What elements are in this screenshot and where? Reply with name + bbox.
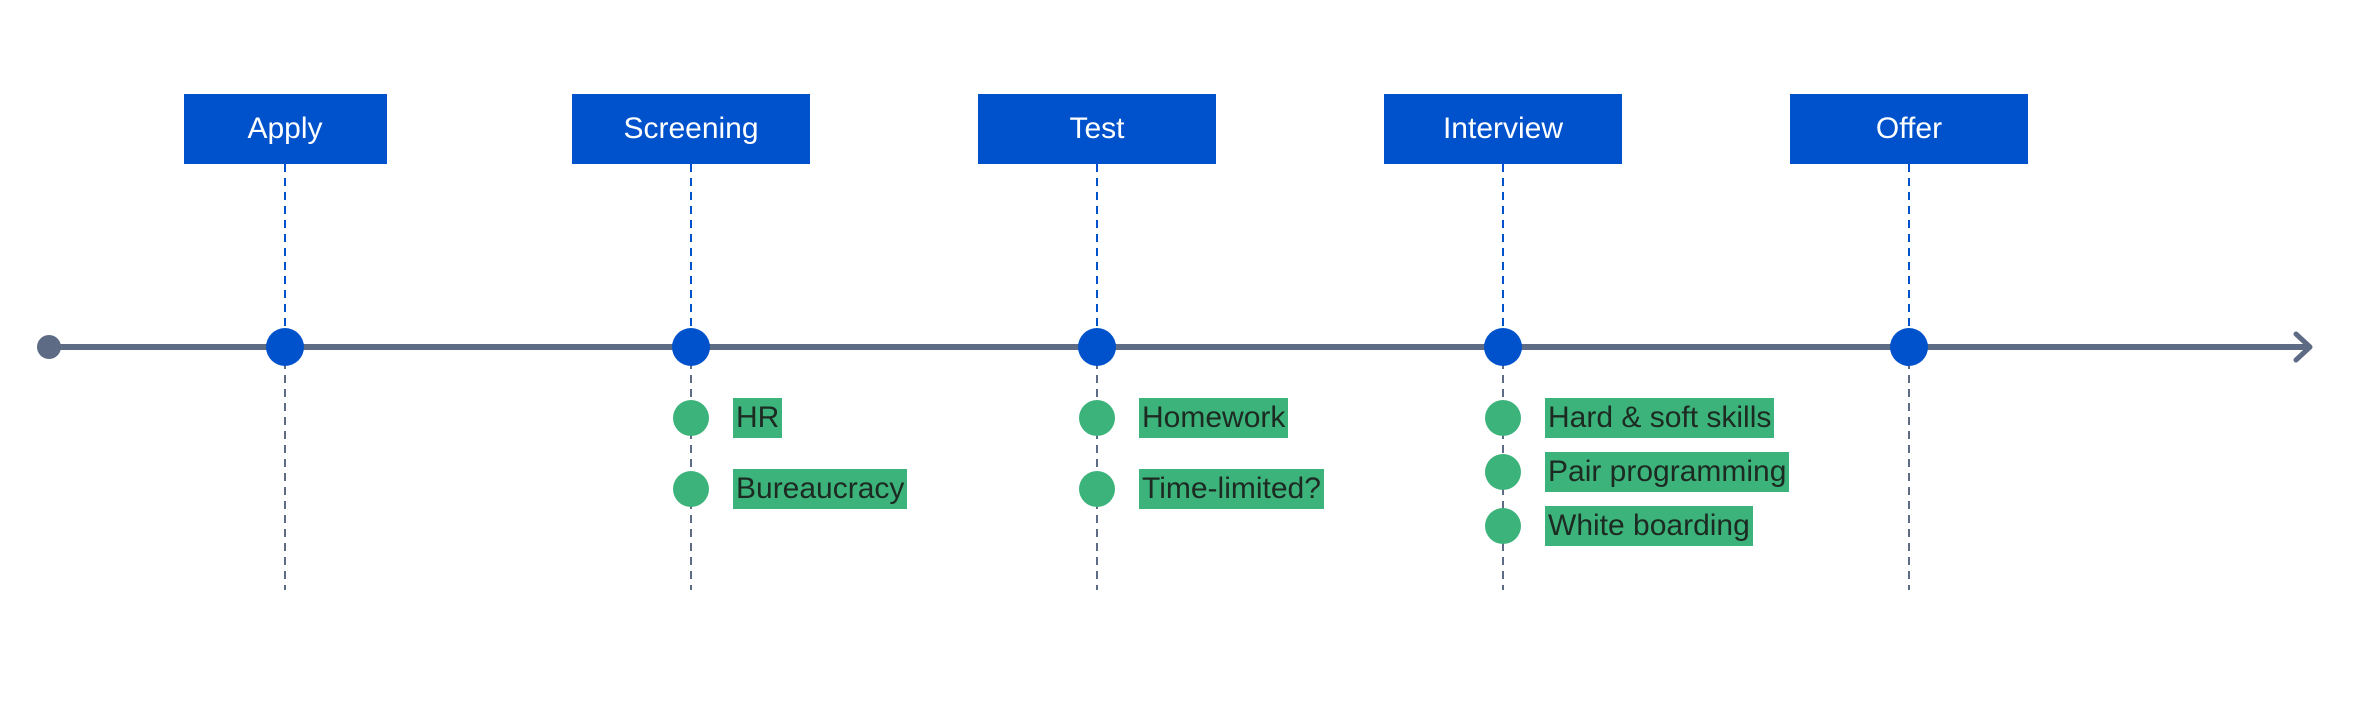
stage-marker — [1078, 328, 1116, 366]
sub-item-label: Hard & soft skills — [1545, 398, 1775, 438]
sub-item-label: White boarding — [1545, 506, 1753, 546]
sub-item-label: Pair programming — [1545, 452, 1790, 492]
sub-item-bullet — [673, 471, 709, 507]
sub-item-bullet — [1485, 508, 1521, 544]
stage-marker — [1484, 328, 1522, 366]
timeline-arrow-icon — [2293, 331, 2313, 363]
stage-box-interview: Interview — [1384, 94, 1622, 164]
sub-item-label: Time-limited? — [1139, 469, 1324, 509]
sub-item-label: Bureaucracy — [733, 469, 908, 509]
sub-item-label: HR — [733, 398, 783, 438]
sub-item-label: Homework — [1139, 398, 1289, 438]
stage-marker — [672, 328, 710, 366]
stage-marker — [1890, 328, 1928, 366]
stage-box-screening: Screening — [572, 94, 810, 164]
stage-box-test: Test — [978, 94, 1216, 164]
stage-box-apply: Apply — [183, 94, 387, 164]
stage-marker — [266, 328, 304, 366]
sub-item-bullet — [1485, 454, 1521, 490]
stage-box-offer: Offer — [1790, 94, 2028, 164]
sub-item-bullet — [1485, 400, 1521, 436]
sub-item-bullet — [673, 400, 709, 436]
timeline-start-dot — [37, 335, 61, 359]
sub-item-bullet — [1079, 400, 1115, 436]
sub-item-bullet — [1079, 471, 1115, 507]
